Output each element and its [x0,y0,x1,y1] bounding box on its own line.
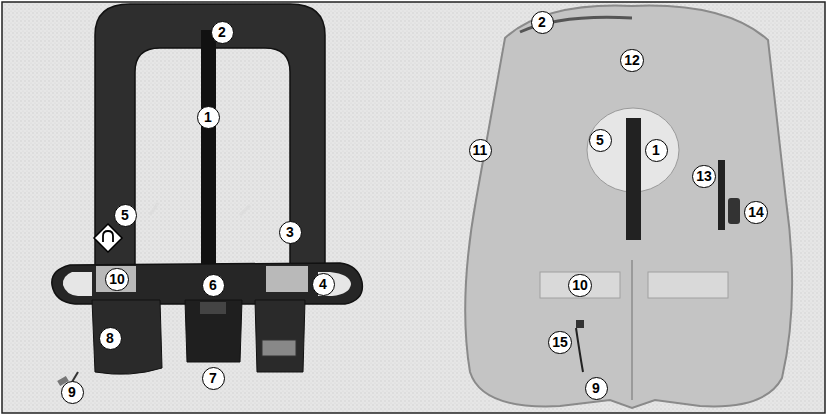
inflated-bladder [465,6,792,408]
callout-number: 3 [279,221,302,244]
reflective-patch [266,266,308,292]
callout-number: 1 [197,106,220,129]
callout-number: 14 [744,201,768,224]
callout-number: 6 [202,274,225,297]
pouch [255,300,305,372]
harness-jacket [52,4,363,386]
callout-number: 7 [202,367,225,390]
inflated-jacket [465,6,792,408]
callout-number: 9 [585,377,608,400]
callout-number: 1 [645,139,668,162]
belt [52,263,363,304]
buckle-pouch [185,300,242,362]
whistle [728,198,740,224]
reflective-patch [648,272,728,298]
callout-number: 15 [548,331,572,354]
pull-cord [576,328,583,372]
pouch [92,300,162,374]
reflective-patch [96,266,136,292]
callout-number: 2 [211,21,234,44]
callout-number: 4 [312,273,335,296]
harness-body [95,4,325,300]
callout-number: 11 [469,139,492,162]
oral-tube [718,160,725,230]
callout-number: 2 [531,11,554,34]
callout-number: 5 [589,129,612,152]
callout-number: 8 [99,327,122,350]
approval-diamond [94,224,122,252]
reflective-patch [540,272,620,298]
callout-number: 5 [114,204,137,227]
toggle [240,205,250,215]
callout-number: 9 [61,381,84,404]
inflator [576,320,584,328]
center-strap [626,118,641,240]
buckle [262,340,296,356]
callout-number: 13 [692,165,716,188]
callout-number: 12 [620,49,644,72]
toggle [150,203,158,215]
center-seam [631,260,633,400]
callout-number: 10 [568,274,592,297]
belt-loop [63,272,92,296]
center-strap [201,30,216,268]
buckle [200,302,226,314]
callout-number: 10 [105,268,129,291]
